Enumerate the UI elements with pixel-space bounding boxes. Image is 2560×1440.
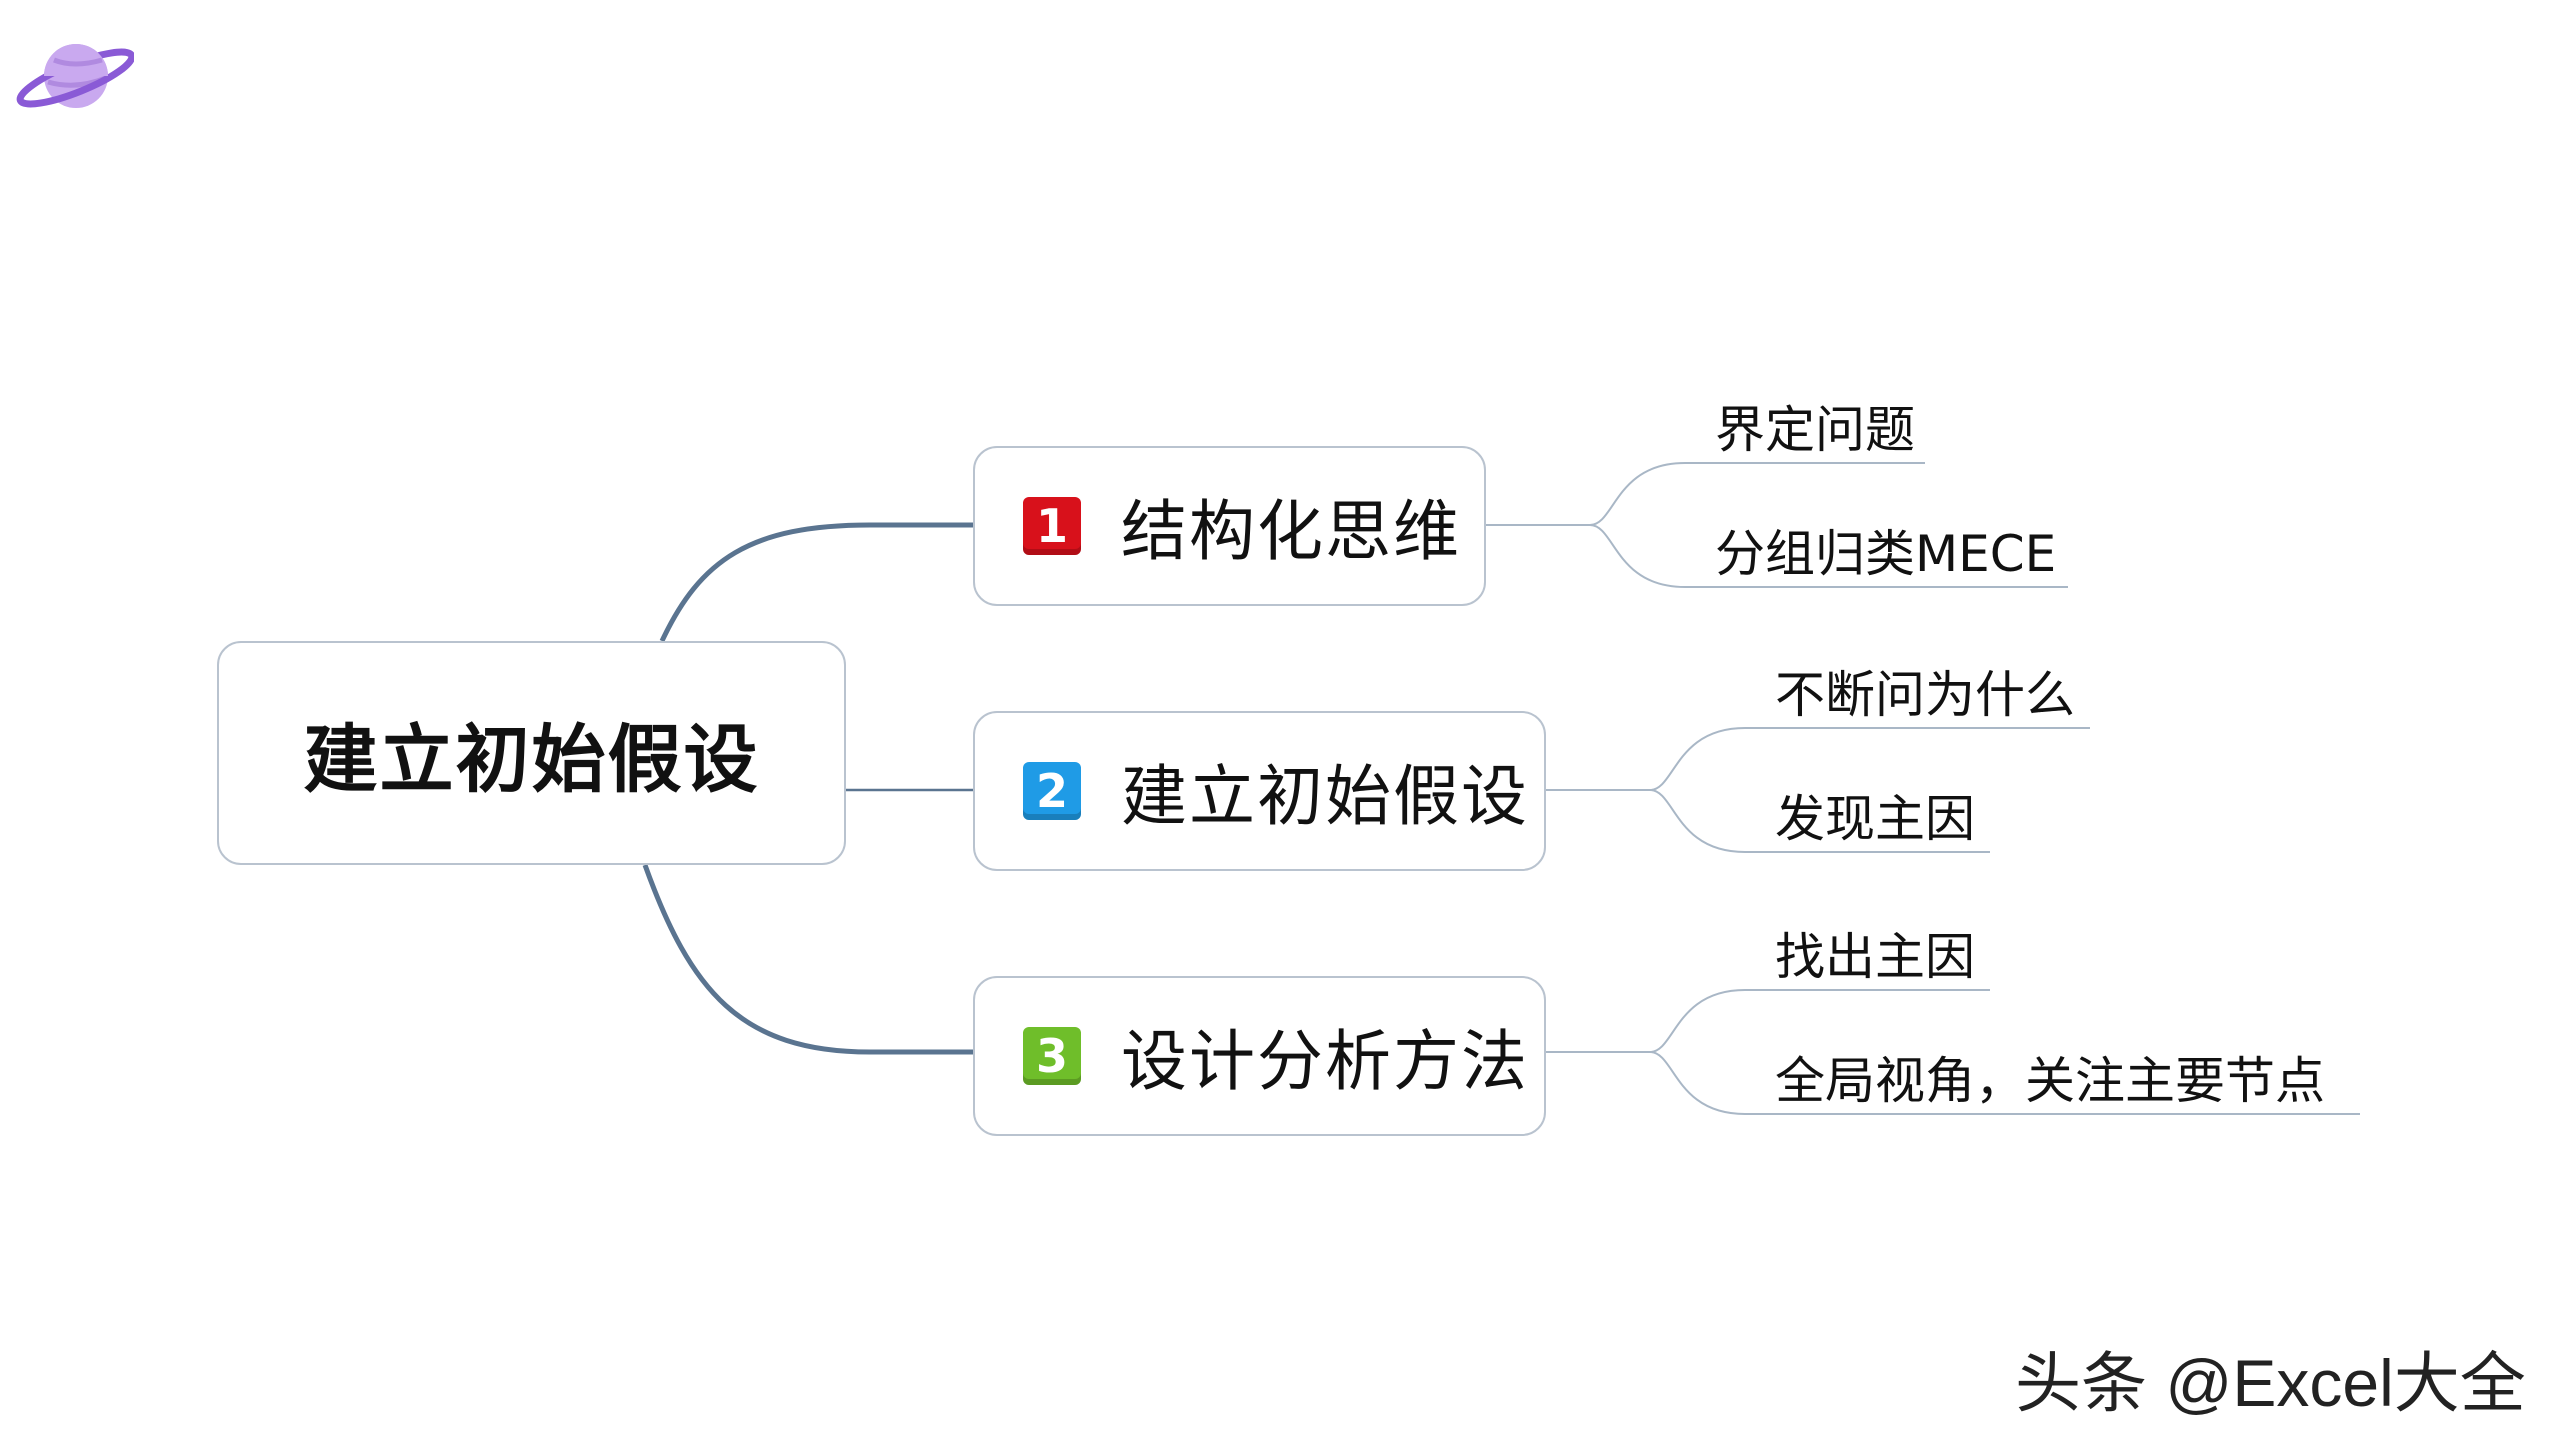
branch-node-1[interactable]: 1 结构化思维	[973, 446, 1486, 606]
priority-2-icon: 2	[1023, 762, 1081, 820]
connector-root-branch-3	[642, 864, 973, 1055]
branch-label: 结构化思维	[1121, 493, 1461, 570]
planet-icon	[16, 44, 134, 108]
priority-1-icon: 1	[1023, 497, 1081, 555]
connector-branch-2-leaves	[1546, 727, 2090, 853]
leaf-node[interactable]: 发现主因	[1775, 790, 1975, 848]
leaf-node[interactable]: 全局视角，关注主要节点	[1775, 1052, 2325, 1110]
connector-branch-1-leaves	[1486, 462, 2068, 588]
branch-label: 建立初始假设	[1121, 758, 1529, 835]
leaf-node[interactable]: 界定问题	[1715, 401, 1915, 459]
leaf-node[interactable]: 找出主因	[1775, 928, 1975, 986]
watermark: 头条 @Excel大全	[2015, 1346, 2526, 1420]
root-node[interactable]: 建立初始假设	[217, 641, 846, 865]
leaf-node[interactable]: 不断问为什么	[1775, 666, 2075, 724]
leaf-node[interactable]: 分组归类MECE	[1715, 525, 2057, 583]
root-label: 建立初始假设	[303, 716, 760, 803]
branch-label: 设计分析方法	[1121, 1023, 1529, 1100]
branch-node-2[interactable]: 2 建立初始假设	[973, 711, 1546, 871]
connector-root-branch-1	[659, 522, 973, 643]
priority-3-icon: 3	[1023, 1027, 1081, 1085]
branch-node-3[interactable]: 3 设计分析方法	[973, 976, 1546, 1136]
connector-branch-3-leaves	[1546, 989, 2360, 1115]
